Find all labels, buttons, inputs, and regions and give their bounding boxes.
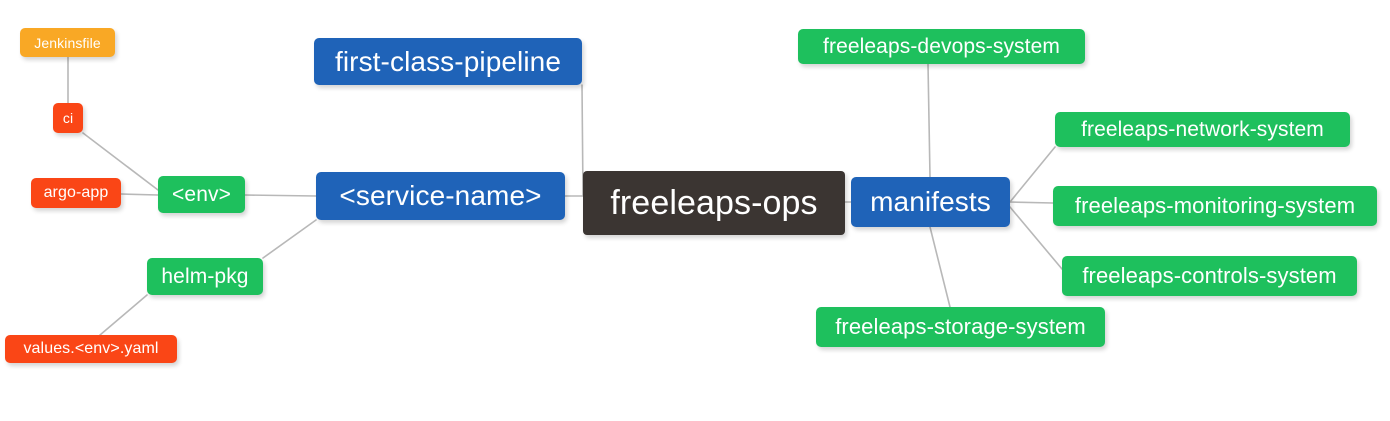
mindmap-node-label: freeleaps-devops-system [823,35,1060,58]
mindmap-node-storage[interactable]: freeleaps-storage-system [816,307,1105,347]
edge-svcname-to-helmpkg [262,219,317,259]
mindmap-node-label: manifests [870,186,991,217]
mindmap-node-label: helm-pkg [161,265,249,288]
mindmap-node-fcp[interactable]: first-class-pipeline [314,38,582,85]
mindmap-node-label: freeleaps-monitoring-system [1074,193,1356,218]
mindmap-node-valuesyaml[interactable]: values.<env>.yaml [5,335,177,363]
mindmap-node-devops[interactable]: freeleaps-devops-system [798,29,1085,64]
edge-svcname-to-env [244,194,317,197]
mindmap-node-ci[interactable]: ci [53,103,83,133]
mindmap-node-label: freeleaps-storage-system [835,314,1086,339]
edge-env-to-argoapp [120,193,159,196]
mindmap-node-network[interactable]: freeleaps-network-system [1055,112,1350,147]
mindmap-node-label: argo-app [43,184,109,201]
mindmap-node-label: <service-name> [339,180,542,211]
edge-helmpkg-to-valuesyaml [99,294,148,336]
mindmap-node-label: <env> [172,183,231,206]
edge-manifests-to-monitoring [1009,201,1054,204]
mindmap-node-monitoring[interactable]: freeleaps-monitoring-system [1053,186,1377,226]
mindmap-node-root[interactable]: freeleaps-ops [583,171,845,235]
mindmap-node-label: first-class-pipeline [334,45,562,77]
mindmap-node-label: freeleaps-ops [610,184,818,222]
mindmap-node-argoapp[interactable]: argo-app [31,178,121,208]
edge-manifests-to-storage [929,226,951,308]
mindmap-node-controls[interactable]: freeleaps-controls-system [1062,256,1357,296]
mindmap-node-label: freeleaps-network-system [1081,118,1324,141]
mindmap-node-label: Jenkinsfile [34,34,101,51]
mindmap-node-helmpkg[interactable]: helm-pkg [147,258,263,295]
mindmap-node-label: values.<env>.yaml [23,340,159,357]
mindmap-node-manifests[interactable]: manifests [851,177,1010,227]
mindmap-node-svcname[interactable]: <service-name> [316,172,565,220]
mindmap-node-label: freeleaps-controls-system [1082,263,1337,288]
edge-manifests-to-network [1009,146,1056,203]
edge-manifests-to-devops [927,63,931,178]
mindmap-node-label: ci [62,110,74,126]
mindmap-node-env[interactable]: <env> [158,176,245,213]
mindmap-node-jenkinsfile[interactable]: Jenkinsfile [20,28,115,57]
